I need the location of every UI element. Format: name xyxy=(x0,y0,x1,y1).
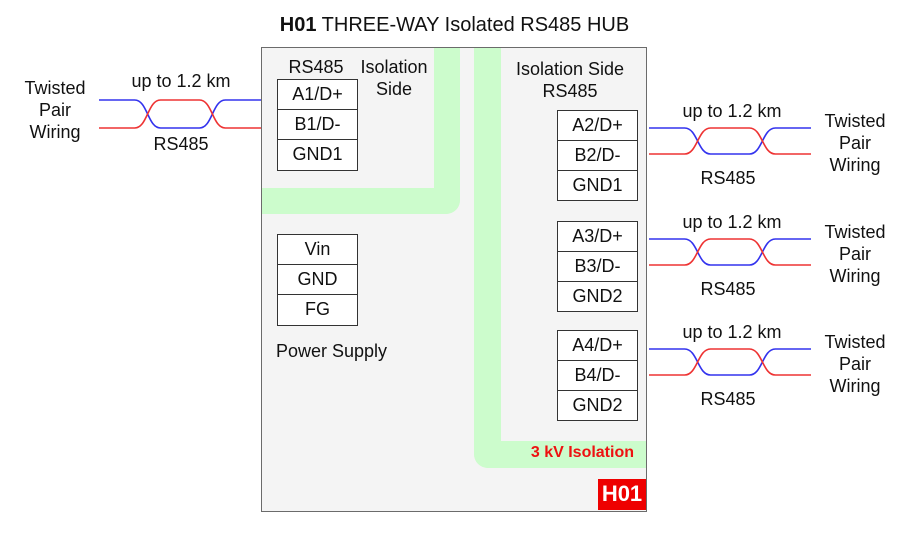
terminal-a4: A4/D+ xyxy=(558,331,637,361)
terminal-gnd-port3: GND2 xyxy=(572,286,623,306)
cable-protocol-port3: RS485 xyxy=(700,279,756,299)
wire-b xyxy=(649,127,811,155)
isolation-band-left-vertical xyxy=(434,48,460,214)
wire-a xyxy=(649,127,811,155)
cable-type-label-port3: Twisted Pair Wiring xyxy=(824,222,886,286)
isolation-band-left-horizontal xyxy=(262,188,460,214)
isolation-band-right-horizontal xyxy=(474,441,646,468)
wire-a xyxy=(649,348,811,376)
isolation-band-right-vertical xyxy=(474,48,501,468)
cable-protocol-port4: RS485 xyxy=(700,389,756,409)
terminal-gnd-port2: GND1 xyxy=(572,175,623,195)
title-model: H01 xyxy=(279,14,317,36)
right-section-label: Isolation Side RS485 xyxy=(515,59,625,101)
model-badge: H01 xyxy=(598,479,646,510)
twisted-pair-port2 xyxy=(649,127,811,155)
cable-distance-port2: up to 1.2 km xyxy=(682,101,782,121)
left-rs485-label: RS485 xyxy=(288,57,344,77)
terminal-a1: A1/D+ xyxy=(278,80,357,110)
cable-type-label-port2: Twisted Pair Wiring xyxy=(824,111,886,175)
terminal-b4: B4/D- xyxy=(558,361,637,391)
wire-a xyxy=(99,99,261,129)
cable-distance-port1: up to 1.2 km xyxy=(131,71,231,91)
left-isolation-side-label: Isolation Side xyxy=(360,57,428,99)
terminal-block-port3: A3/D+ B3/D- GND2 xyxy=(557,221,638,312)
twisted-pair-port1 xyxy=(99,99,261,129)
terminal-gnd1: GND1 xyxy=(292,144,343,164)
power-supply-label: Power Supply xyxy=(276,341,388,361)
terminal-block-port2: A2/D+ B2/D- GND1 xyxy=(557,110,638,201)
cable-distance-port4: up to 1.2 km xyxy=(682,322,782,342)
wire-b xyxy=(649,238,811,266)
isolation-rating-label: 3 kV Isolation xyxy=(530,444,634,461)
terminal-b3: B3/D- xyxy=(558,252,637,282)
terminal-b2: B2/D- xyxy=(558,141,637,171)
terminal-block-power: Vin GND FG xyxy=(277,234,358,326)
cable-type-label-port1: Twisted Pair Wiring xyxy=(24,78,86,142)
terminal-block-port4: A4/D+ B4/D- GND2 xyxy=(557,330,638,421)
terminal-b1: B1/D- xyxy=(278,110,357,140)
terminal-gnd: GND xyxy=(278,265,357,295)
twisted-pair-port3 xyxy=(649,238,811,266)
terminal-a3: A3/D+ xyxy=(558,222,637,252)
terminal-vin: Vin xyxy=(278,235,357,265)
wire-b xyxy=(99,99,261,129)
terminal-a2: A2/D+ xyxy=(558,111,637,141)
wire-a xyxy=(649,238,811,266)
terminal-gnd-port4: GND2 xyxy=(572,395,623,415)
cable-protocol-port2: RS485 xyxy=(700,168,756,188)
wire-b xyxy=(649,348,811,376)
twisted-pair-port4 xyxy=(649,348,811,376)
cable-distance-port3: up to 1.2 km xyxy=(682,212,782,232)
terminal-block-port1: A1/D+ B1/D- GND1 xyxy=(277,79,358,171)
cable-protocol-port1: RS485 xyxy=(153,134,209,154)
cable-type-label-port4: Twisted Pair Wiring xyxy=(824,332,886,396)
diagram-title: H01 THREE-WAY Isolated RS485 HUB xyxy=(0,14,909,37)
title-text: THREE-WAY Isolated RS485 HUB xyxy=(316,14,630,36)
terminal-fg: FG xyxy=(305,299,330,319)
